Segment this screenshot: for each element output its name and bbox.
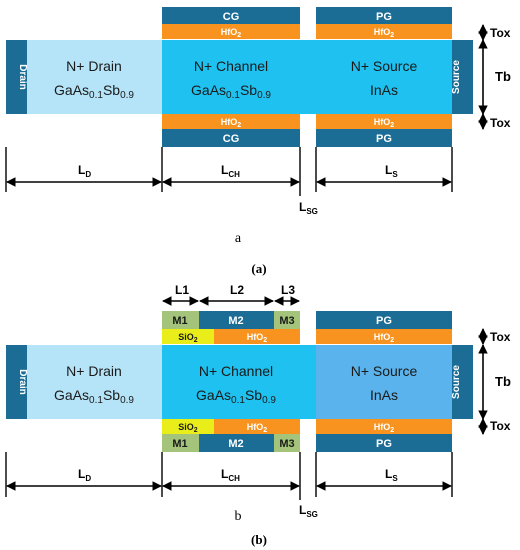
hfo2-bottom-pg-label: HfO2 [374,117,395,129]
pg-top-gate-b [316,311,452,329]
panel-b-letter: b [235,509,242,524]
hfo2-top-pg-b-label: HfO2 [374,332,395,344]
m1-top [162,311,199,329]
tb-b-label: Tb [495,374,511,389]
hfo2-bottom-cg-label: HfO2 [221,117,242,129]
cg-top-gate [162,7,300,24]
figure-a: CG HfO2 PG HfO2 Drain Source N+ Drain Ga… [5,7,511,276]
tox-top-label: Tox [490,26,511,40]
pg-bottom-gate-b [316,434,452,452]
hfo2-top-pg-b [316,329,452,344]
lch-label: LCH [221,163,240,179]
channel-region-b [162,345,316,419]
source-contact-b [452,345,473,419]
ld-b-label: LD [78,467,91,483]
m3-bottom [274,434,300,452]
pg-top-label: PG [376,11,392,23]
pg-top-gate [316,7,452,24]
caption-a: (a) [251,261,266,276]
channel-region-label: N+ Channel [194,58,268,74]
drain-contact-b [6,345,27,419]
sio2-bottom [162,419,214,434]
hfo2-bottom-cg-b [214,419,300,434]
caption-b: (b) [251,532,267,547]
m2-top [199,311,274,329]
pg-bottom-gate [316,129,452,147]
source-region-label: N+ Source [351,58,418,74]
cg-bottom-label: CG [223,133,240,145]
hfo2-top-cg [162,24,300,39]
lsg-b-label: LSG [299,503,318,519]
hfo2-bottom-cg-b-label: HfO2 [247,422,268,434]
drain-contact [6,40,27,114]
m1-bottom [162,434,199,452]
m2-top-label: M2 [228,315,243,327]
m1-top-label: M1 [172,315,187,327]
drain-region-label: N+ Drain [66,58,122,74]
m3-bottom-label: M3 [279,438,294,450]
ld-label: LD [78,163,91,179]
hfo2-bottom-pg-b [316,419,452,434]
sio2-top [162,329,214,344]
hfo2-bottom-pg-b-label: HfO2 [374,422,395,434]
drain-region-b-label: N+ Drain [66,363,122,379]
m2-bottom [199,434,274,452]
drain-material-b-label: GaAs0.1Sb0.9 [54,387,134,406]
source-region-b-label: N+ Source [351,363,418,379]
tox-top-b-label: Tox [490,330,511,344]
drain-region-b [27,345,162,419]
hfo2-top-cg-b [214,329,300,344]
pg-bottom-label: PG [376,133,392,145]
m3-top-label: M3 [279,315,294,327]
hfo2-bottom-pg [316,114,452,129]
hfo2-top-cg-b-label: HfO2 [247,332,268,344]
hfo2-top-cg-label: HfO2 [221,27,242,39]
channel-material-label: GaAs0.1Sb0.9 [191,82,271,101]
drain-contact-label: Drain [17,64,28,90]
hfo2-bottom-cg [162,114,300,129]
channel-source-region [162,40,452,114]
ls-b-label: LS [385,467,398,483]
figure-b: L1 L2 L3 M1 M2 M3 SiO2 HfO2 PG HfO2 Drai… [5,283,511,547]
segment-label-l2: L2 [230,283,244,297]
drain-material-label: GaAs0.1Sb0.9 [54,82,134,101]
source-material-b-label: InAs [370,387,398,403]
segment-label-l3: L3 [281,283,295,297]
lch-b-label: LCH [221,467,240,483]
channel-material-b-label: GaAs0.1Sb0.9 [196,387,276,406]
channel-region-b-label: N+ Channel [199,363,273,379]
sio2-top-label: SiO2 [178,332,198,344]
segment-label-l1: L1 [175,283,189,297]
source-contact-b-label: Source [451,365,462,399]
panel-a-letter: a [235,231,242,246]
source-region-b [316,345,452,419]
m2-bottom-label: M2 [228,438,243,450]
cg-top-label: CG [223,11,240,23]
sio2-bottom-label: SiO2 [178,422,198,434]
tox-bottom-label: Tox [490,116,511,130]
hfo2-top-pg [316,24,452,39]
ls-label: LS [385,163,398,179]
tb-label: Tb [495,69,511,84]
cg-bottom-gate [162,129,300,147]
hfo2-top-pg-label: HfO2 [374,27,395,39]
source-contact-label: Source [451,60,462,94]
source-contact [452,40,473,114]
drain-contact-b-label: Drain [17,369,28,395]
lsg-label: LSG [299,200,318,216]
drain-region [27,40,162,114]
tox-bottom-b-label: Tox [490,419,511,433]
m1-bottom-label: M1 [172,438,187,450]
pg-bottom-b-label: PG [376,438,392,450]
m3-top [274,311,300,329]
source-material-label: InAs [370,82,398,98]
pg-top-b-label: PG [376,315,392,327]
